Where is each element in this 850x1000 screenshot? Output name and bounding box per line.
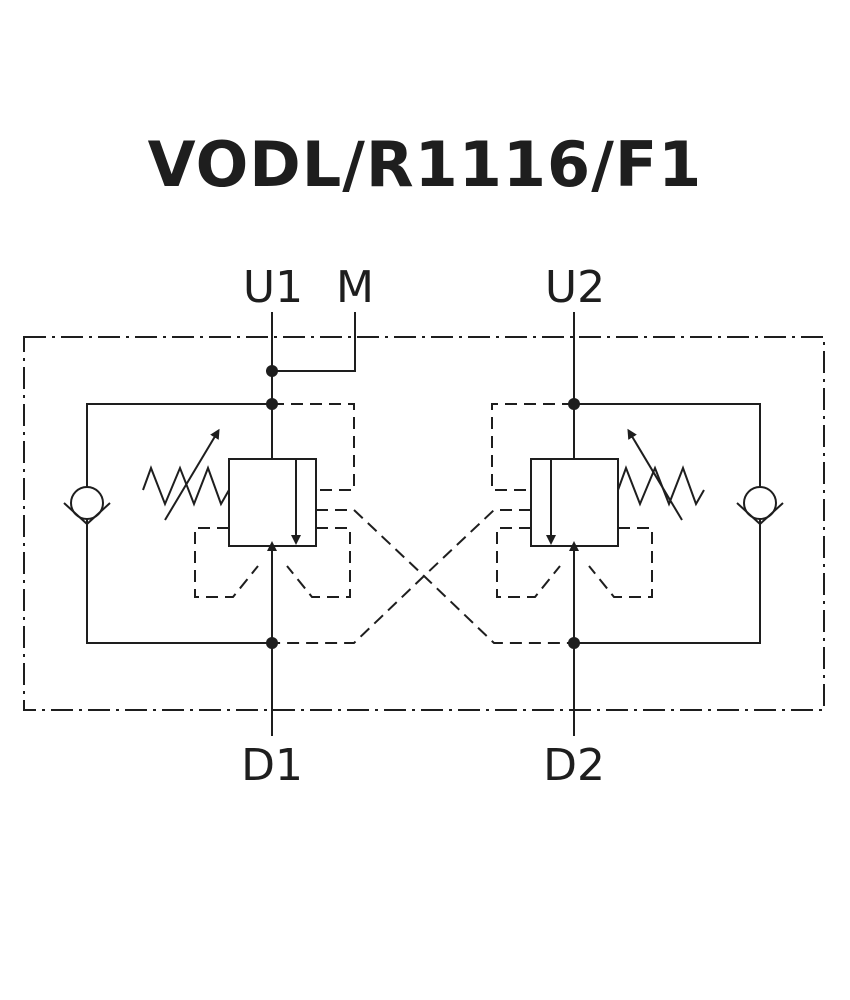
right-drain-line — [588, 527, 653, 598]
junction-dot — [266, 365, 278, 377]
cross-pilot-line-b — [272, 509, 531, 644]
left-drain-line — [194, 527, 259, 598]
left-check-valve-icon — [63, 486, 111, 526]
gauge-port-line — [272, 312, 356, 372]
right-circuit — [272, 312, 784, 736]
left-drain-line-right — [286, 527, 351, 598]
left-bypass-lower — [86, 519, 272, 644]
right-drain-line-left — [496, 527, 561, 598]
left-bypass-upper — [86, 403, 272, 487]
left-pilot-line-upper — [272, 403, 355, 491]
right-pilot-line-upper — [491, 403, 574, 491]
right-bypass-upper — [574, 403, 761, 487]
port-label-d1: D1 — [241, 740, 303, 791]
right-check-valve-icon — [736, 486, 784, 526]
left-adjust-arrow-icon — [164, 428, 220, 521]
port-label-d2: D2 — [543, 740, 605, 791]
port-label-u1: U1 — [243, 262, 303, 313]
right-valve-body — [530, 458, 619, 547]
port-label-m: M — [336, 262, 374, 313]
diagram-title: VODL/R1116/F1 — [147, 128, 703, 201]
left-circuit — [63, 312, 574, 736]
left-spring-icon — [142, 465, 230, 507]
right-bypass-lower — [574, 519, 761, 644]
right-adjust-arrow-icon — [627, 428, 683, 521]
port-label-u2: U2 — [545, 262, 605, 313]
left-valve-body — [228, 458, 317, 547]
junction-dot — [568, 637, 580, 649]
valve-block-boundary — [23, 336, 825, 711]
